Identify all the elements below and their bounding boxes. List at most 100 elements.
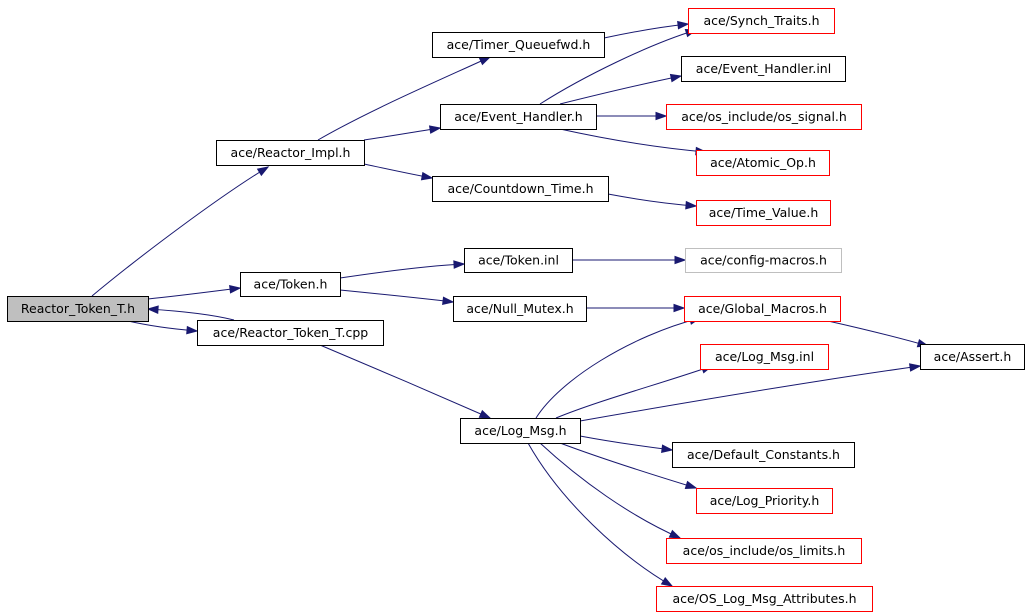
node-log-msg-inl[interactable]: ace/Log_Msg.inl	[700, 344, 829, 370]
edge-log-msg-to-assert	[579, 363, 922, 422]
node-time-value[interactable]: ace/Time_Value.h	[696, 200, 831, 226]
node-reactor-token-t-h: Reactor_Token_T.h	[7, 296, 149, 322]
node-timer-queuefwd[interactable]: ace/Timer_Queuefwd.h	[432, 32, 605, 58]
node-global-macros[interactable]: ace/Global_Macros.h	[684, 296, 841, 322]
edge-timer-queuefwd-to-synch-traits	[603, 20, 690, 39]
node-event-handler-inl[interactable]: ace/Event_Handler.inl	[681, 56, 846, 82]
edge-token-inl-to-config-macros	[572, 255, 687, 265]
node-box	[684, 296, 841, 322]
node-label: ace/Log_Msg.h	[474, 423, 566, 438]
edge-countdown-time-to-time-value	[607, 193, 698, 210]
node-box	[696, 488, 833, 514]
node-atomic-op[interactable]: ace/Atomic_Op.h	[696, 150, 830, 176]
node-log-priority[interactable]: ace/Log_Priority.h	[696, 488, 833, 514]
node-box	[432, 176, 609, 202]
node-box	[672, 442, 855, 468]
edge-arrowhead	[677, 20, 690, 30]
node-os-limits[interactable]: ace/os_include/os_limits.h	[666, 538, 862, 564]
edge-line	[559, 75, 682, 105]
node-box	[7, 296, 149, 322]
node-config-macros[interactable]: ace/config-macros.h	[685, 248, 842, 273]
node-box	[464, 248, 573, 273]
node-os-signal[interactable]: ace/os_include/os_signal.h	[666, 104, 862, 130]
node-box	[216, 140, 365, 166]
edge-arrowhead	[428, 125, 442, 134]
node-synch-traits[interactable]: ace/Synch_Traits.h	[688, 8, 835, 34]
edge-line	[91, 166, 269, 297]
node-os-log-msg-attributes[interactable]: ace/OS_Log_Msg_Attributes.h	[656, 586, 873, 612]
edge-arrowhead	[256, 166, 270, 177]
edges-layer	[91, 20, 930, 587]
edge-line	[147, 287, 241, 300]
edge-line	[579, 435, 673, 451]
node-label: Reactor_Token_T.h	[21, 301, 135, 316]
edge-line	[319, 344, 491, 419]
node-box	[666, 538, 862, 564]
edge-line	[827, 320, 929, 347]
node-box	[700, 344, 829, 370]
node-label: ace/Default_Constants.h	[687, 447, 840, 462]
node-log-msg[interactable]: ace/Log_Msg.h	[460, 418, 581, 444]
edge-line	[579, 365, 921, 422]
edge-arrowhead	[660, 576, 674, 587]
node-label: ace/os_include/os_signal.h	[681, 109, 847, 124]
edge-log-msg-to-global-macros	[535, 316, 702, 419]
node-label: ace/OS_Log_Msg_Attributes.h	[672, 591, 856, 606]
nodes-layer: Reactor_Token_T.h ace/Reactor_Impl.h ace/T…	[7, 8, 1025, 612]
node-reactor-impl[interactable]: ace/Reactor_Impl.h	[216, 140, 365, 166]
node-box	[685, 248, 842, 273]
node-box	[666, 104, 862, 130]
node-label: ace/Time_Value.h	[709, 205, 819, 220]
node-box	[453, 296, 587, 322]
edge-log-msg-to-log-msg-inl	[555, 365, 714, 419]
edge-arrowhead	[669, 73, 683, 83]
node-reactor-token-t-cpp[interactable]: ace/Reactor_Token_T.cpp	[197, 320, 384, 346]
edge-log-msg-to-log-priority	[559, 442, 698, 490]
edge-line	[363, 127, 441, 141]
edge-log-msg-to-default-constants	[579, 435, 674, 453]
edge-arrowhead	[453, 260, 466, 269]
node-box	[681, 56, 846, 82]
node-box	[688, 8, 835, 34]
edge-event-handler-to-os-signal	[596, 111, 668, 121]
node-label: ace/Event_Handler.inl	[696, 61, 831, 76]
node-box	[460, 418, 581, 444]
node-box	[920, 344, 1025, 370]
node-countdown-time[interactable]: ace/Countdown_Time.h	[432, 176, 609, 202]
edge-line	[147, 308, 235, 321]
edge-line	[535, 317, 701, 419]
node-label: ace/Synch_Traits.h	[703, 13, 819, 28]
edge-line	[607, 193, 697, 207]
edge-line	[559, 442, 697, 489]
edge-arrowhead	[420, 171, 434, 181]
node-token[interactable]: ace/Token.h	[240, 272, 341, 297]
edge-reactor-impl-to-event-handler	[363, 125, 442, 141]
edge-arrowhead	[229, 285, 242, 294]
node-label: ace/Countdown_Time.h	[447, 181, 593, 196]
edge-arrowhead	[661, 444, 674, 453]
node-token-inl[interactable]: ace/Token.inl	[464, 248, 573, 273]
node-default-constants[interactable]: ace/Default_Constants.h	[672, 442, 855, 468]
node-label: ace/Reactor_Impl.h	[231, 145, 351, 160]
edge-line	[555, 365, 713, 419]
node-null-mutex[interactable]: ace/Null_Mutex.h	[453, 296, 587, 322]
node-box	[240, 272, 341, 297]
edge-reactor-impl-to-countdown-time	[363, 163, 434, 181]
node-assert[interactable]: ace/Assert.h	[920, 344, 1025, 370]
edge-line	[539, 442, 681, 539]
edge-arrowhead	[685, 200, 698, 210]
edge-log-msg-to-os-log-msg-attributes	[527, 442, 674, 587]
node-label: ace/Token.h	[254, 277, 328, 292]
edge-reactor-token-t-cpp-to-reactor-token-t-h	[146, 305, 235, 321]
node-label: ace/Event_Handler.h	[454, 109, 582, 124]
edge-arrowhead	[909, 363, 922, 372]
edge-arrowhead	[674, 255, 687, 265]
edge-line	[603, 23, 689, 39]
node-label: ace/config-macros.h	[700, 253, 827, 268]
edge-reactor-token-t-cpp-to-log-msg	[319, 344, 492, 419]
edge-token-to-null-mutex	[339, 289, 455, 306]
node-event-handler[interactable]: ace/Event_Handler.h	[440, 104, 597, 130]
node-label: ace/Log_Msg.inl	[715, 349, 814, 364]
node-box	[656, 586, 873, 612]
edge-arrowhead	[655, 111, 668, 121]
